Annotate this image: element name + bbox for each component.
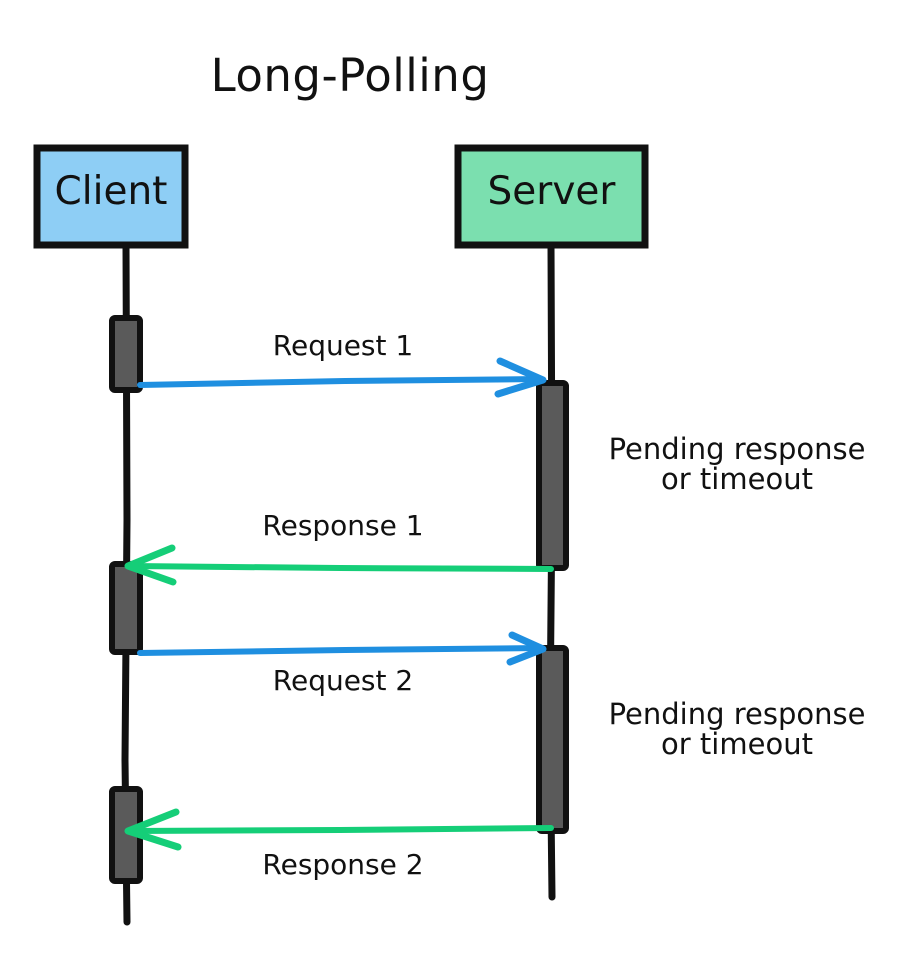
activation-bar-client-2 — [109, 561, 143, 655]
participant-label-client: Client — [54, 169, 168, 214]
note-line-2: or timeout — [661, 462, 813, 497]
participant-label-server: Server — [487, 169, 616, 214]
note-pending-response-2: Pending response or timeout — [572, 699, 902, 760]
note-pending-response-1: Pending response or timeout — [572, 434, 902, 495]
participant-box-server[interactable] — [454, 144, 649, 249]
message-label-request-1: Request 1 — [272, 329, 414, 362]
message-label-response-2: Response 2 — [262, 848, 424, 881]
message-arrow-response-1[interactable] — [124, 544, 554, 586]
message-arrow-request-2[interactable] — [137, 631, 547, 666]
message-label-response-1: Response 1 — [262, 509, 424, 542]
message-arrow-request-1[interactable] — [137, 357, 547, 398]
activation-bar-client-1 — [109, 315, 143, 393]
page-title: Long-Polling — [210, 49, 490, 102]
note-line-1: Pending response — [608, 432, 866, 466]
activation-bar-server-1 — [536, 380, 569, 571]
activation-bar-server-2 — [536, 645, 569, 834]
participant-box-client[interactable] — [33, 144, 189, 249]
message-arrow-response-2[interactable] — [124, 808, 554, 851]
note-line-1: Pending response — [608, 697, 866, 731]
message-label-request-2: Request 2 — [272, 664, 414, 697]
note-line-2: or timeout — [661, 727, 813, 762]
